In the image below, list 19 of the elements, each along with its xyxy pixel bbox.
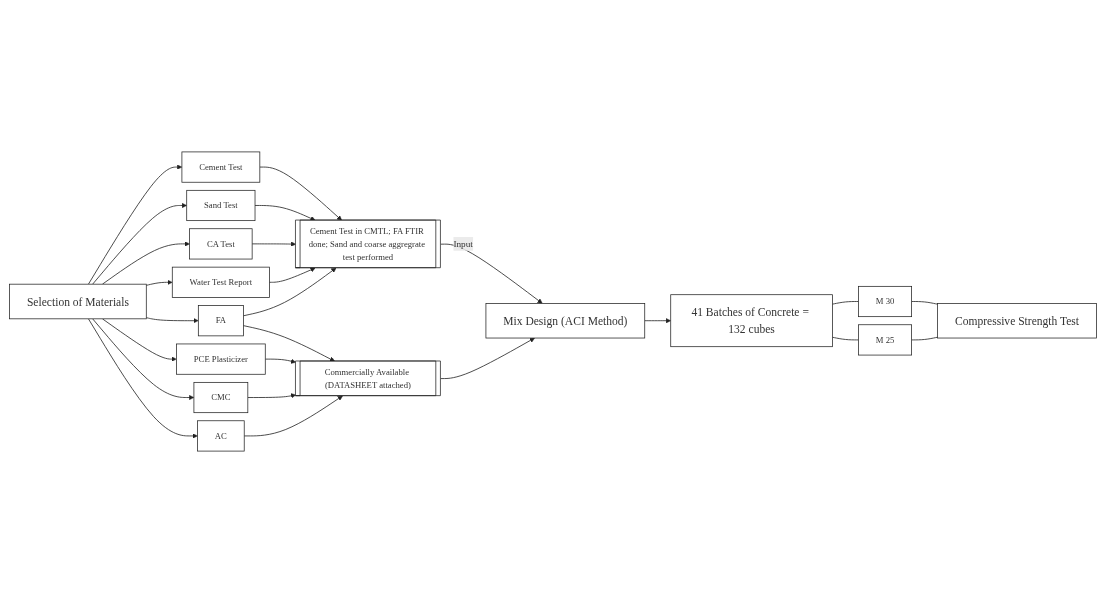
node-box: M 30 bbox=[858, 285, 912, 318]
edge-label: Input bbox=[453, 238, 473, 249]
node-box: FA bbox=[197, 305, 244, 337]
connector bbox=[911, 336, 939, 341]
node-box: 41 Batches of Concrete = 132 cubes bbox=[670, 294, 833, 348]
node-box: Sand Test bbox=[186, 189, 256, 221]
node-box: CMC bbox=[193, 382, 249, 414]
connector bbox=[832, 336, 859, 341]
node-box: AC bbox=[197, 420, 245, 452]
node-box: Selection of Materials bbox=[9, 283, 147, 320]
node-box: CA Test bbox=[189, 228, 253, 260]
node-box: Compressive Strength Test bbox=[937, 303, 1097, 339]
node-box: PCE Plasticizer bbox=[176, 343, 266, 375]
node-box: Mix Design (ACI Method) bbox=[485, 303, 646, 339]
node-box: Water Test Report bbox=[171, 266, 270, 298]
connector bbox=[911, 301, 939, 305]
node-box: M 25 bbox=[858, 324, 912, 356]
node-box: Cement Test bbox=[181, 151, 261, 183]
connector bbox=[832, 301, 859, 305]
